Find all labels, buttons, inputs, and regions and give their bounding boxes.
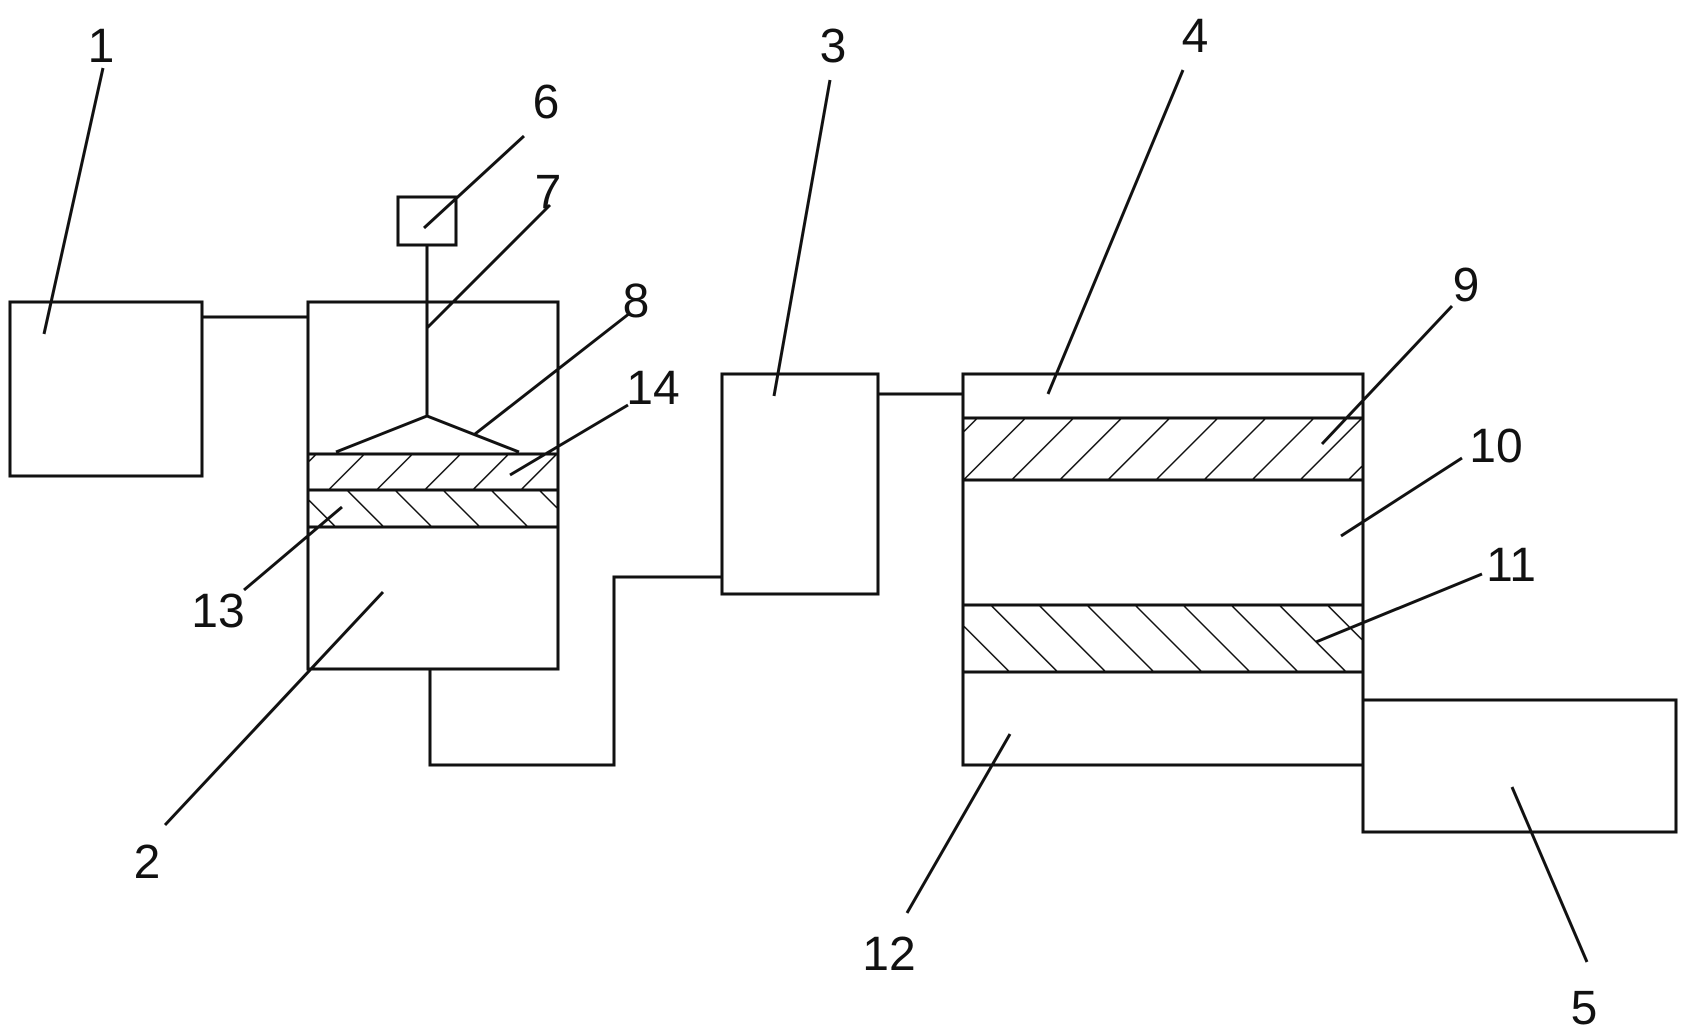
leader-11 (1315, 572, 1483, 644)
leader-6 (422, 134, 526, 230)
label-13: 13 (191, 585, 244, 638)
label-8: 8 (623, 275, 650, 328)
section-4 (961, 372, 1365, 420)
layer-14 (306, 452, 560, 492)
label-3: 3 (820, 20, 847, 73)
leader-4 (1046, 69, 1185, 395)
label-6: 6 (533, 76, 560, 129)
leader-9 (1320, 304, 1454, 446)
leader-13 (243, 505, 343, 592)
leader-12 (905, 733, 1012, 914)
leader-8 (474, 311, 631, 436)
label-7: 7 (535, 166, 562, 219)
label-11: 11 (1486, 539, 1536, 592)
leader-10 (1340, 456, 1463, 538)
motor-6 (396, 195, 458, 247)
label-1: 1 (88, 20, 115, 73)
layer-13 (306, 488, 560, 529)
layer-9 (961, 416, 1365, 482)
label-10: 10 (1469, 420, 1522, 473)
label-14: 14 (626, 362, 679, 415)
component-3-box (720, 372, 880, 596)
leader-14 (509, 403, 629, 477)
label-5: 5 (1571, 982, 1598, 1034)
layer-11 (961, 603, 1365, 674)
component-5-box (1361, 698, 1678, 834)
section-12 (961, 670, 1365, 767)
leader-5 (1510, 786, 1589, 963)
leader-3 (772, 79, 832, 397)
section-10 (961, 478, 1365, 607)
label-9: 9 (1453, 259, 1480, 312)
component-1-box (8, 300, 204, 478)
leader-1 (42, 67, 105, 335)
leader-2 (163, 590, 385, 827)
label-4: 4 (1182, 10, 1209, 63)
label-12: 12 (862, 928, 915, 981)
connector-2-3 (428, 575, 722, 767)
label-2: 2 (134, 836, 161, 889)
leader-7 (425, 203, 552, 330)
